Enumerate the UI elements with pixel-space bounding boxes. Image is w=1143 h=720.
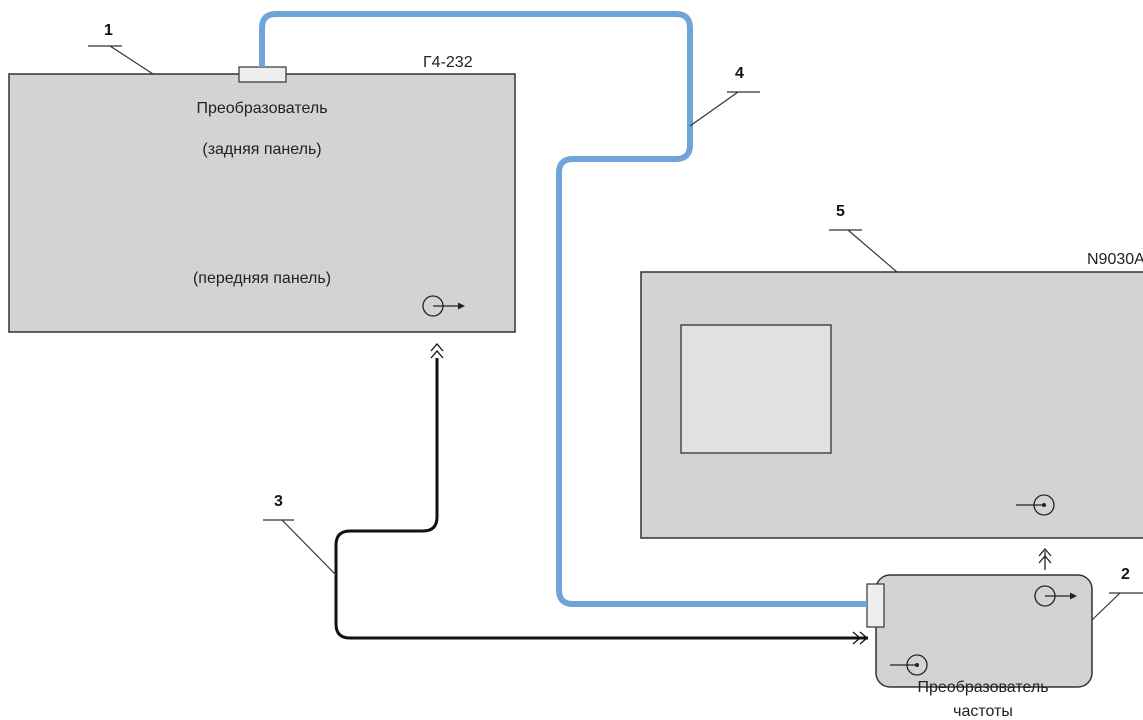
- analyzer-input-connector-icon: [1016, 494, 1055, 516]
- cable-4-rf: [259, 11, 867, 607]
- analyzer-body: [640, 271, 1143, 539]
- generator-body: [8, 73, 516, 333]
- generator-device: Г4-232 Преобразователь (задняя панель) (…: [8, 54, 516, 333]
- generator-rear-plug-icon: [238, 66, 287, 83]
- callout-2-number: 2: [1121, 566, 1130, 583]
- callout-1-number: 1: [104, 22, 113, 39]
- converter-analyzer-plug-icon: [1038, 548, 1052, 564]
- callout-4-number: 4: [735, 65, 744, 82]
- converter-device: Преобразователь частоты: [866, 574, 1093, 720]
- callout-3: 3: [263, 493, 337, 576]
- callout-1: 1: [88, 22, 154, 75]
- analyzer-screen: [680, 324, 832, 454]
- converter-rf-plug-icon: [866, 583, 885, 628]
- analyzer-model-label: N9030A: [1087, 251, 1143, 268]
- cable-3-plug-top-icon: [430, 343, 444, 359]
- converter-output-connector-icon: [1034, 585, 1077, 607]
- generator-output-connector-icon: [422, 295, 465, 317]
- callout-4: 4: [689, 65, 760, 127]
- cable-3-plug-end-icon: [852, 631, 868, 645]
- cable-3-if: [334, 358, 868, 640]
- converter-caption-line2: частоты: [953, 703, 1013, 720]
- analyzer-device: N9030A: [640, 251, 1143, 539]
- generator-rear-panel-label: (задняя панель): [202, 141, 321, 158]
- converter-caption-line1: Преобразователь: [917, 679, 1048, 696]
- generator-front-panel-label: (передняя панель): [193, 270, 331, 287]
- converter-input-connector-icon: [890, 654, 928, 676]
- callout-5-number: 5: [836, 203, 845, 220]
- generator-converter-label: Преобразователь: [196, 100, 327, 117]
- callout-5: 5: [829, 203, 898, 273]
- generator-model-label: Г4-232: [423, 54, 473, 71]
- callout-2: 2: [1091, 566, 1143, 621]
- callout-3-number: 3: [274, 493, 283, 510]
